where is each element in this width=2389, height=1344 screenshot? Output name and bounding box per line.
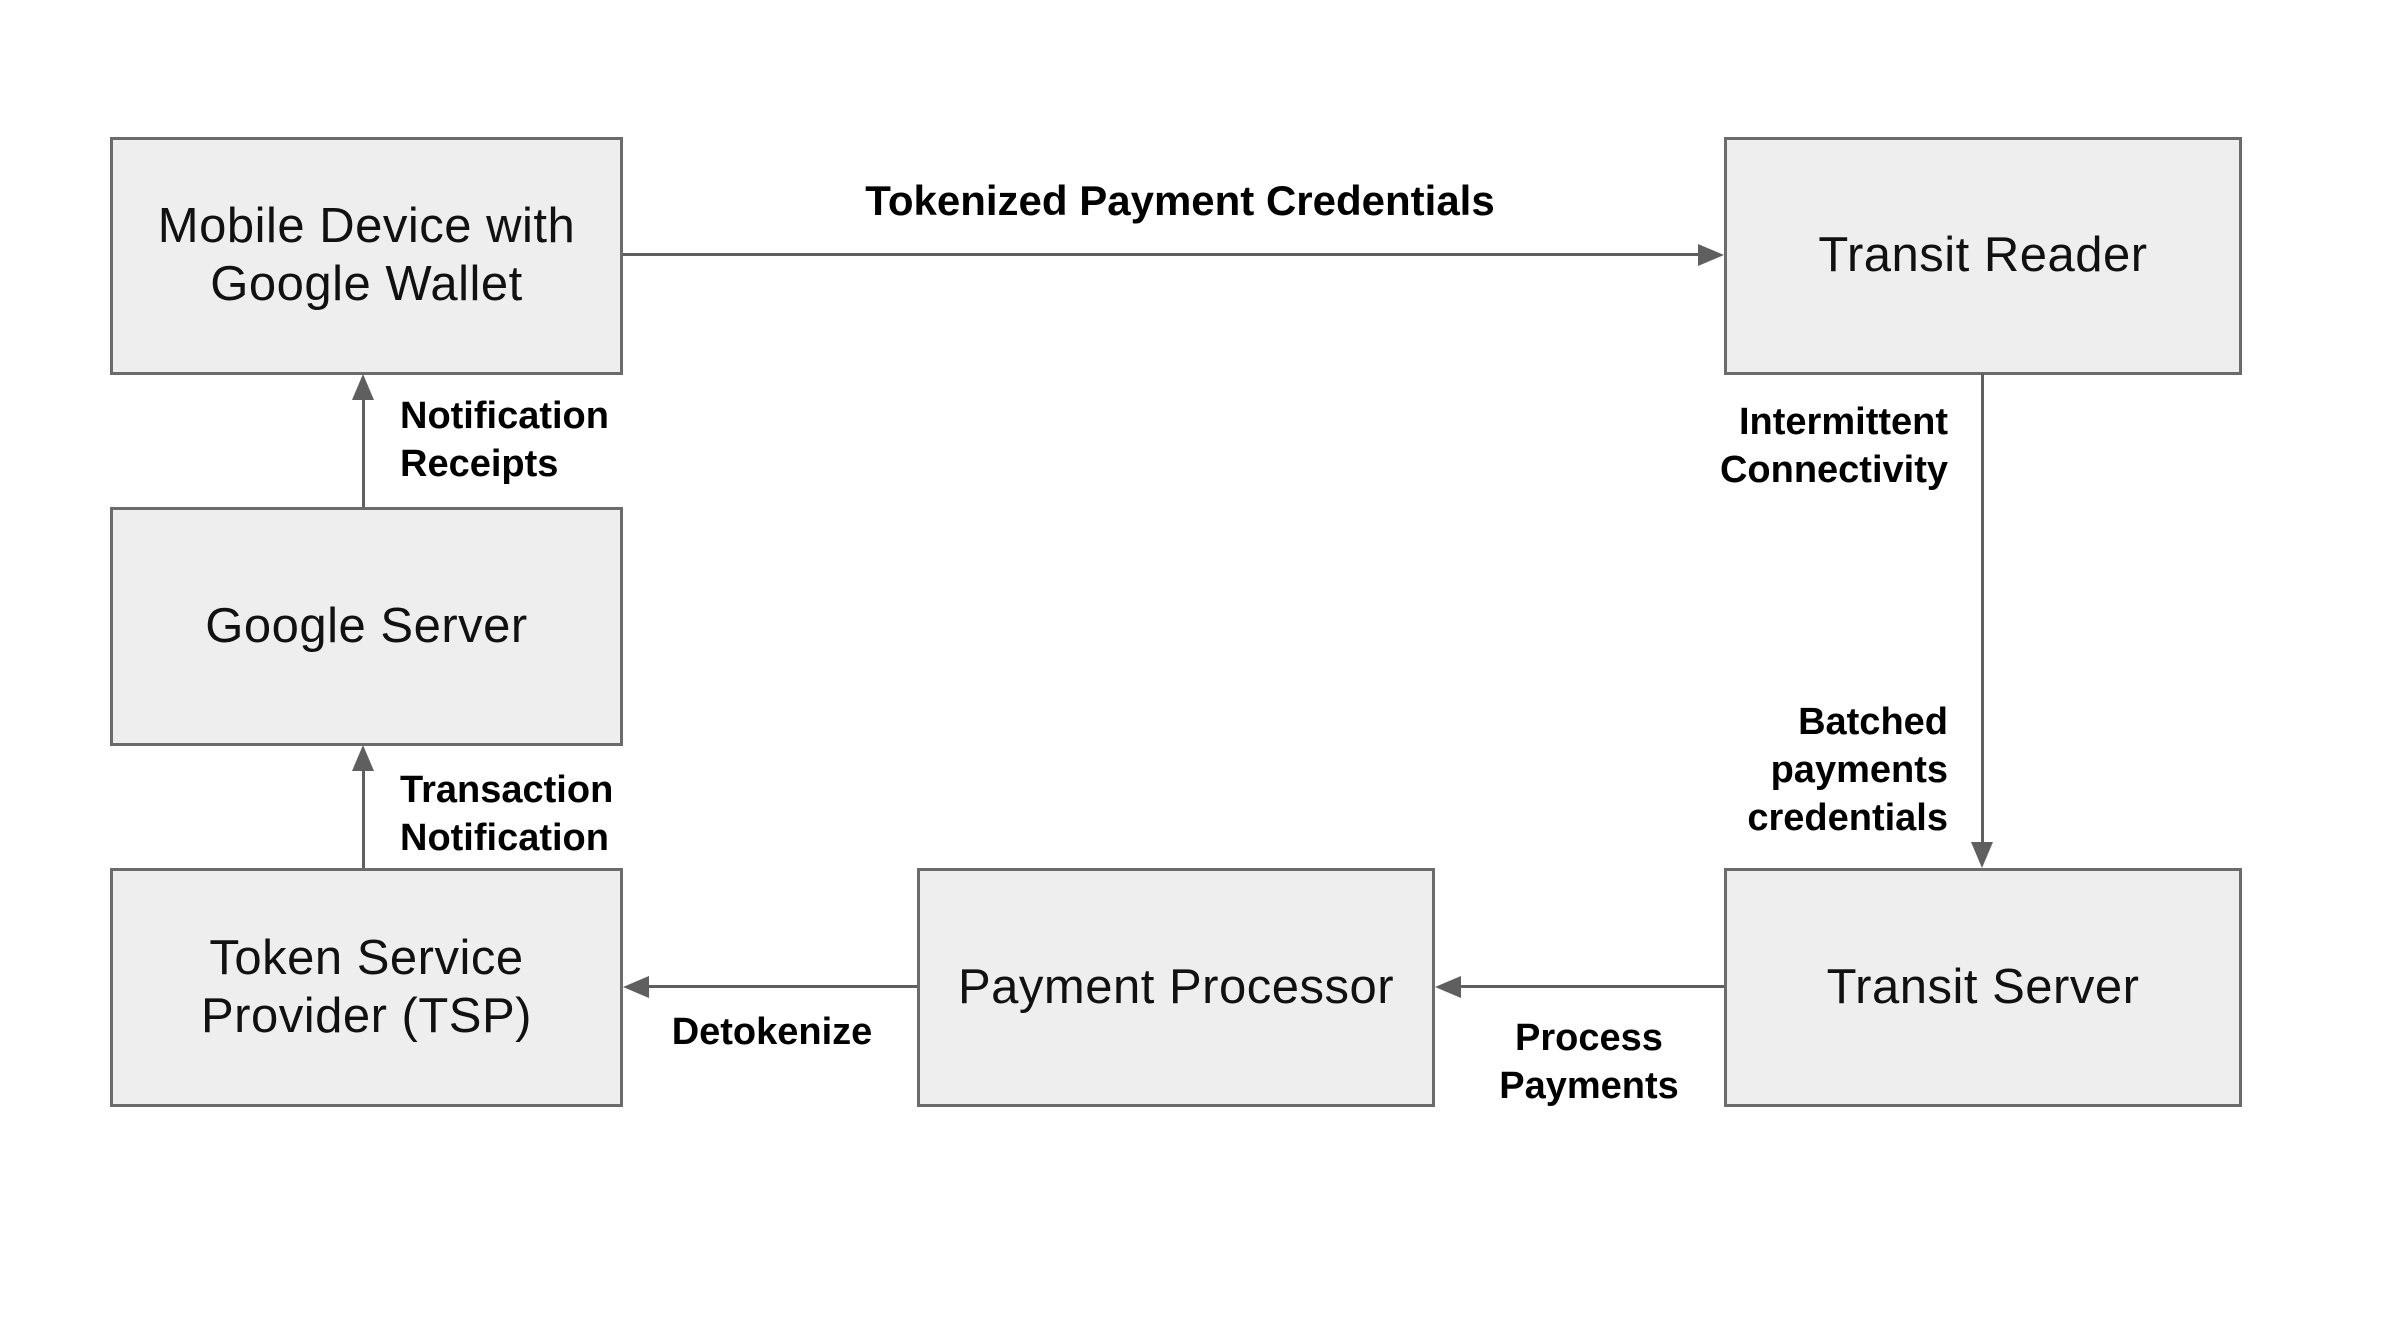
box-transit-server: Transit Server	[1724, 868, 2242, 1107]
box-mobile-device: Mobile Device with Google Wallet	[110, 137, 623, 375]
box-transit-server-label: Transit Server	[1826, 959, 2140, 1014]
edge-label-notification-receipts: Notification Receipts	[400, 395, 609, 485]
box-transit-reader-label: Transit Reader	[1818, 228, 2148, 283]
arrow-notification-receipts	[362, 398, 365, 507]
box-token-service-provider-label: Token Service Provider (TSP)	[200, 930, 532, 1043]
edge-label-tokenized-payment-credentials: Tokenized Payment Credentials	[865, 177, 1495, 224]
arrow-process-payments	[1461, 985, 1724, 988]
box-google-server: Google Server	[110, 507, 623, 746]
arrow-transaction-notification	[362, 769, 365, 868]
box-payment-processor-label: Payment Processor	[957, 959, 1395, 1014]
arrowhead-down-icon	[1971, 842, 1993, 868]
arrowhead-left-icon	[1435, 976, 1461, 998]
arrow-tokenized-payment-credentials	[623, 253, 1700, 256]
edge-label-detokenize: Detokenize	[671, 1011, 873, 1053]
edge-label-transaction-notification: Transaction Notification	[400, 769, 614, 859]
arrowhead-up-icon	[352, 374, 374, 400]
box-google-server-label: Google Server	[205, 598, 528, 653]
edge-label-batched-payments-credentials: Batched payments credentials	[1747, 701, 1948, 839]
edge-label-process-payments: Process Payments	[1499, 1017, 1679, 1107]
arrowhead-right-icon	[1698, 244, 1724, 266]
box-mobile-device-label: Mobile Device with Google Wallet	[157, 199, 576, 311]
edge-label-intermittent-connectivity: Intermittent Connectivity	[1719, 401, 1948, 491]
arrow-batched-payments-credentials	[1981, 374, 1984, 844]
arrowhead-left-icon	[623, 976, 649, 998]
arrowhead-up-icon	[352, 745, 374, 771]
box-token-service-provider: Token Service Provider (TSP)	[110, 868, 623, 1107]
box-payment-processor: Payment Processor	[917, 868, 1435, 1107]
box-transit-reader: Transit Reader	[1724, 137, 2242, 375]
arrow-detokenize	[649, 985, 917, 988]
